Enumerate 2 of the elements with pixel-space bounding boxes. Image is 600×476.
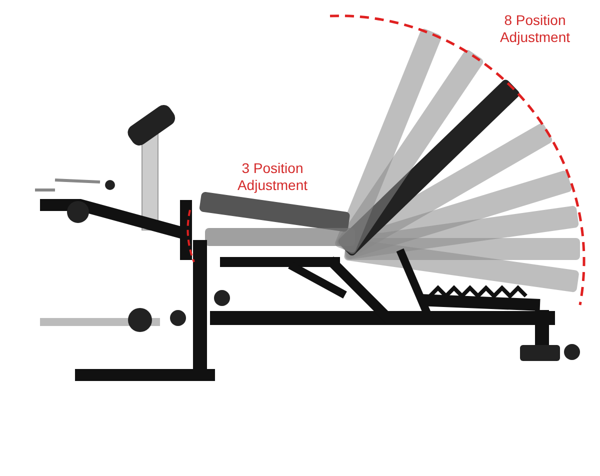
adjustment-label: 8 Position Adjustment <box>498 12 572 46</box>
adjustment-label: 3 Position Adjustment <box>236 160 309 194</box>
